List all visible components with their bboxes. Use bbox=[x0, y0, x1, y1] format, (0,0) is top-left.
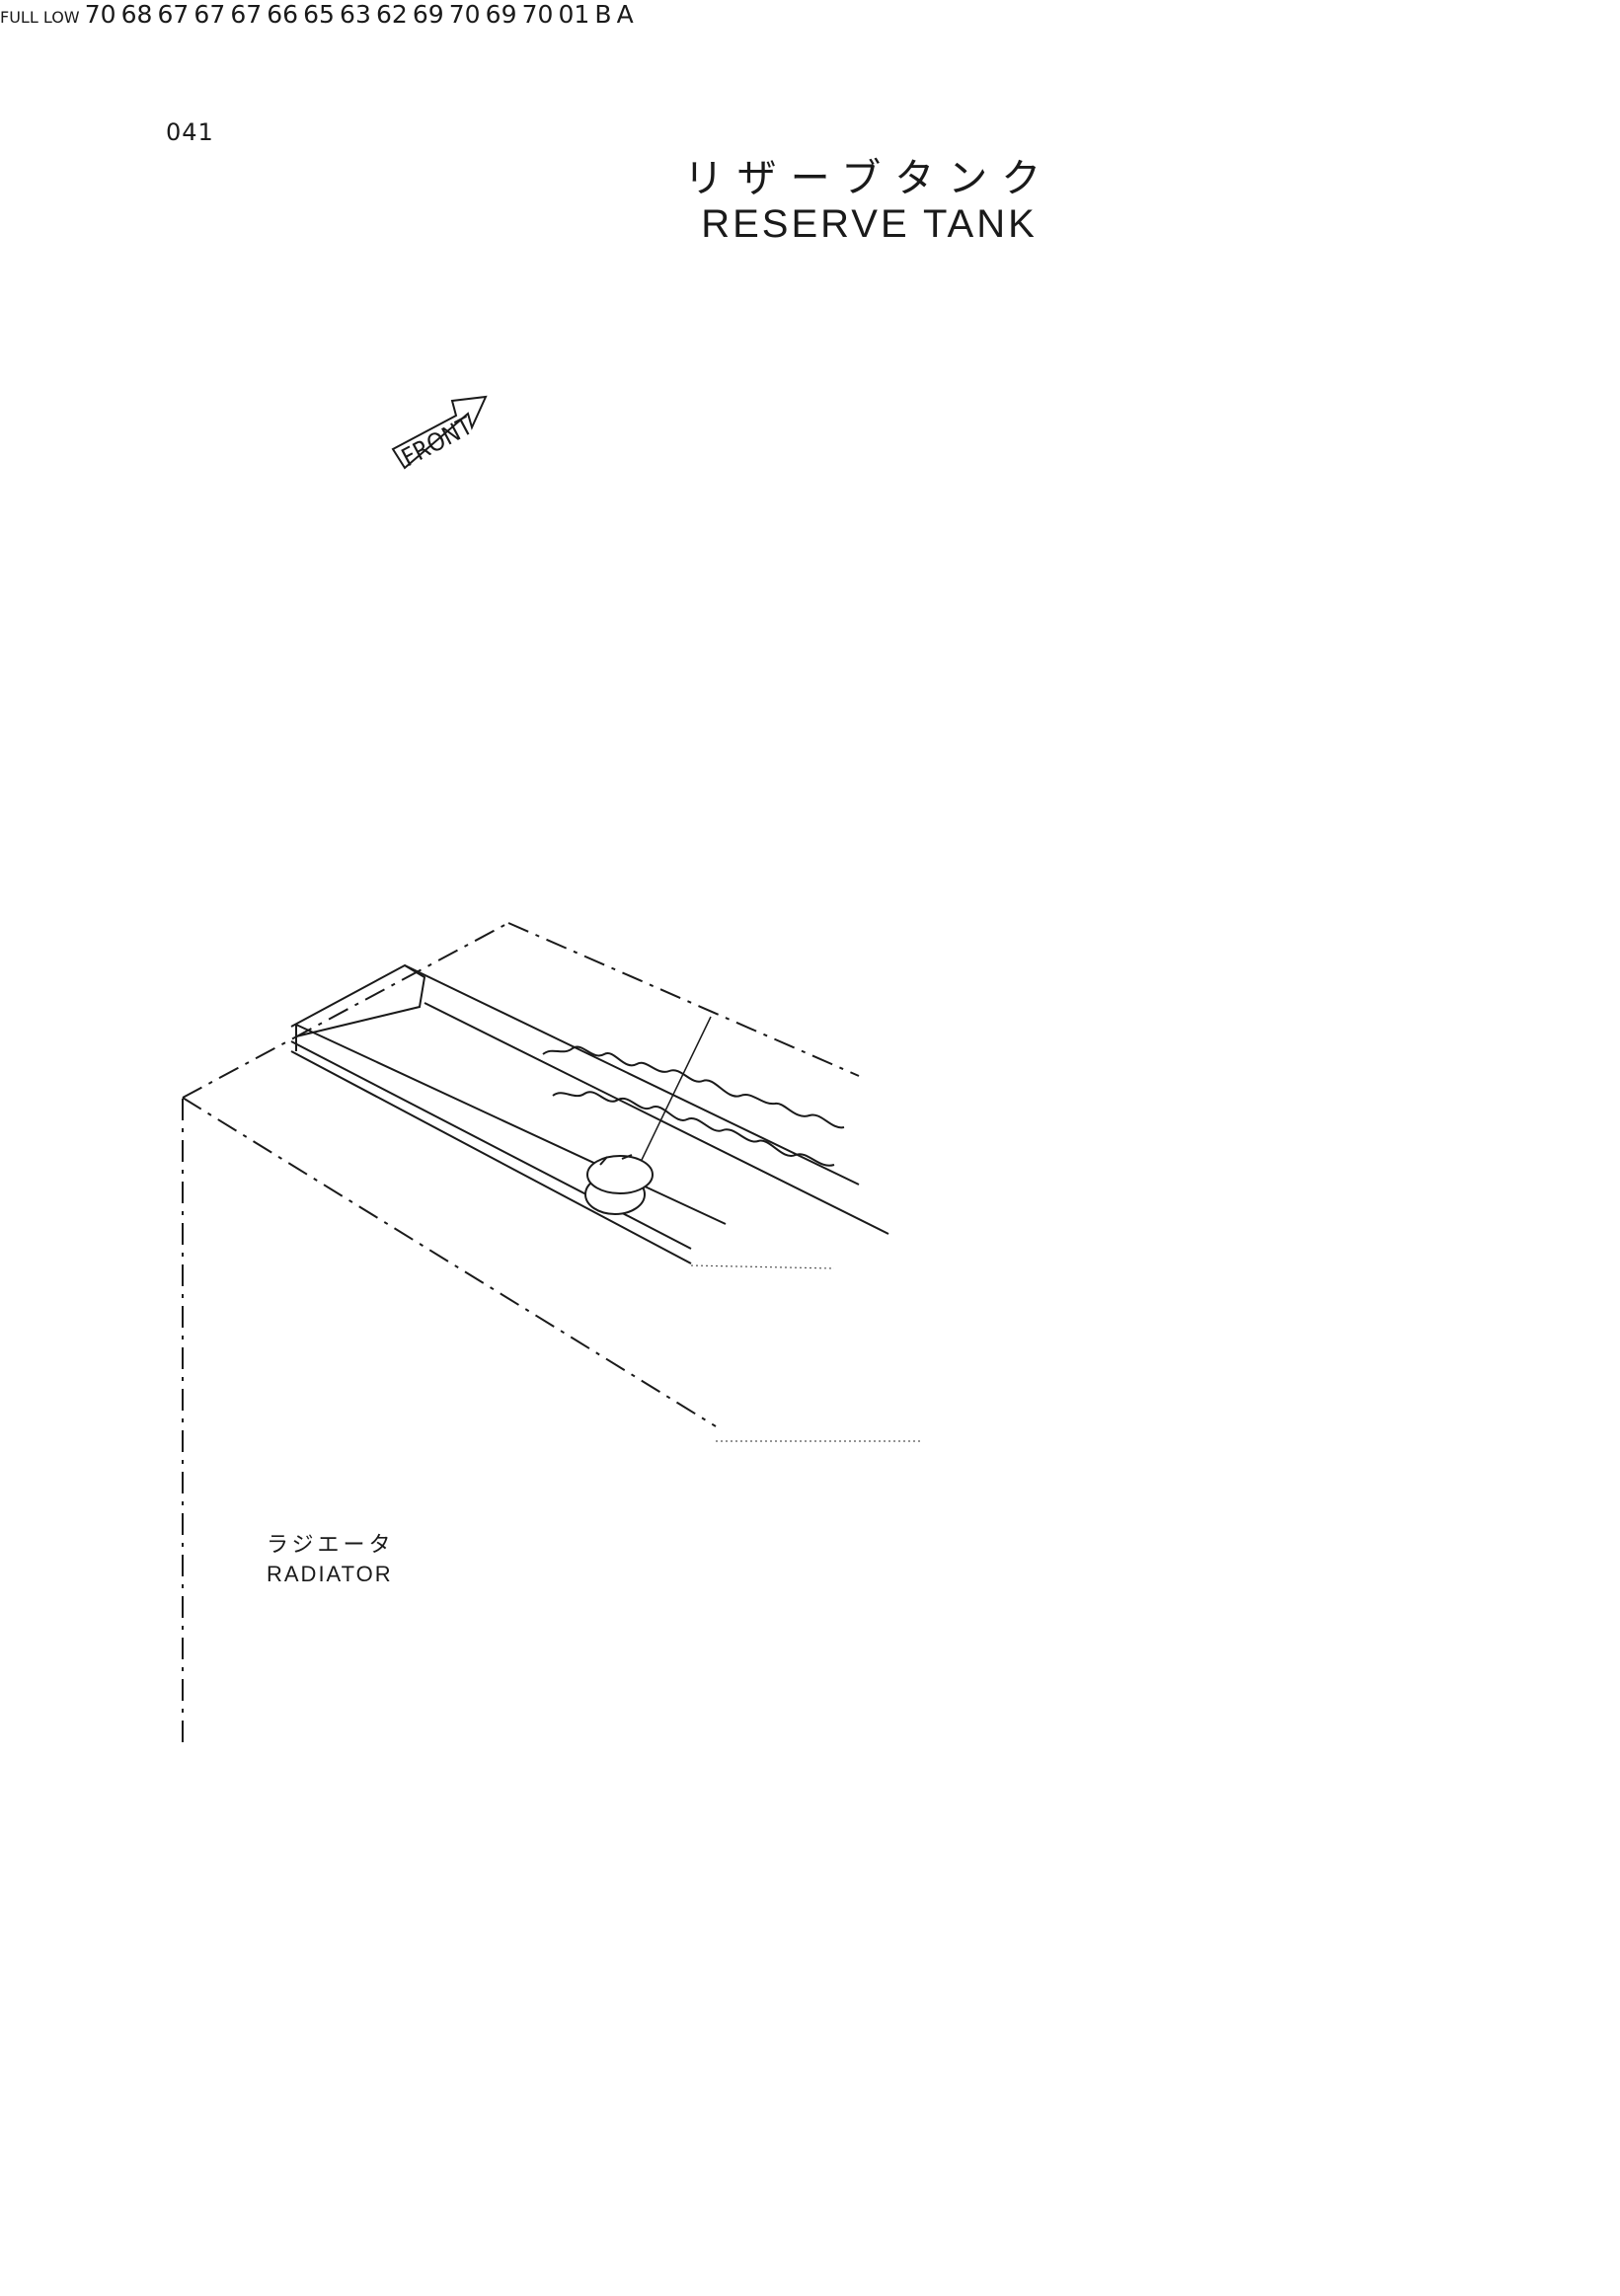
callout-labels: 70 68 67 67 67 66 65 63 62 69 70 69 70 0… bbox=[85, 0, 634, 29]
front-arrow-label: FRONT bbox=[397, 412, 478, 473]
callout-69-lower: 69 bbox=[485, 0, 517, 29]
front-arrow-icon: FRONT bbox=[391, 395, 488, 473]
page-number: 041 bbox=[166, 118, 214, 146]
radiator-label-english: RADIATOR bbox=[267, 1562, 393, 1586]
tank-full-mark: FULL bbox=[0, 8, 39, 27]
callout-67-right: 67 bbox=[230, 0, 263, 29]
callout-70-top: 70 bbox=[84, 0, 116, 29]
callout-68: 68 bbox=[120, 0, 153, 29]
radiator-drawing bbox=[182, 922, 923, 1742]
callout-67-mid: 67 bbox=[193, 0, 226, 29]
callout-b: B bbox=[594, 0, 612, 29]
callout-01: 01 bbox=[558, 0, 590, 29]
callout-70-lower: 70 bbox=[521, 0, 554, 29]
page-title-english: RESERVE TANK bbox=[701, 202, 1038, 246]
callout-67-left: 67 bbox=[157, 0, 190, 29]
callout-62: 62 bbox=[375, 0, 408, 29]
callout-63: 63 bbox=[340, 0, 371, 29]
callout-66: 66 bbox=[267, 0, 299, 29]
reserve-tank-drawing: FULL LOW bbox=[0, 8, 85, 27]
tank-low-mark: LOW bbox=[42, 8, 80, 27]
callout-70-upper: 70 bbox=[448, 0, 481, 29]
page-title-japanese: リザーブタンク bbox=[683, 156, 1055, 201]
callout-65: 65 bbox=[303, 0, 335, 29]
callout-a: A bbox=[616, 0, 634, 29]
radiator-label-japanese: ラジエータ bbox=[267, 1533, 395, 1558]
callout-69-upper: 69 bbox=[412, 0, 444, 29]
